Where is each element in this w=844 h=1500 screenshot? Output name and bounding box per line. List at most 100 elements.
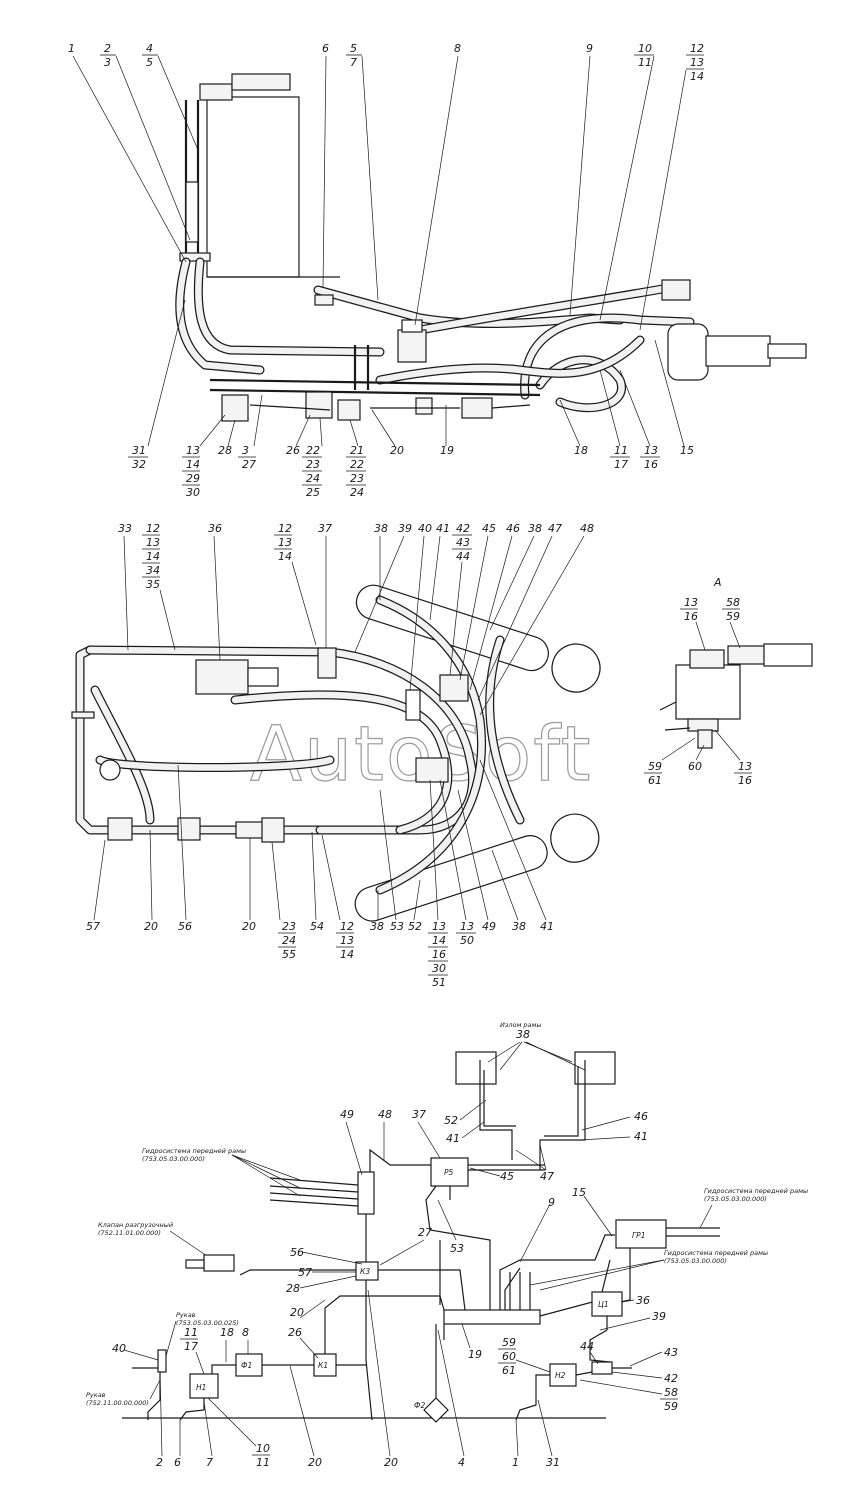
callout: 29 [186,472,200,485]
callout: 10 [256,1442,270,1455]
callout: 57 [298,1266,312,1279]
cylinder-right-top [574,1051,616,1085]
svg-text:(753.05.03.00.000): (753.05.03.00.000) [142,1155,205,1163]
callout: 16 [738,774,752,787]
cylinder-body [667,323,709,381]
callout: 16 [644,458,658,471]
callout: 11 [614,444,628,457]
callout: 24 [282,934,296,947]
filter-f2 [423,1397,449,1423]
view-a-valve [675,664,741,720]
callout: 20 [144,920,158,933]
callout: 12 [278,522,292,535]
callout: 33 [118,522,132,535]
callout: 15 [572,1186,586,1199]
note-hose-1: Рукав [176,1311,196,1319]
callout: 12 [146,522,160,535]
callout: 17 [614,458,628,471]
callout: 43 [456,536,470,549]
top-view-callouts: 1 2 3 4 5 6 5 7 8 9 10 11 12 13 14 31 32… [68,42,704,499]
callout: 38 [528,522,542,535]
callout: 13 [644,444,658,457]
callout: 42 [456,522,470,535]
callout: 50 [460,934,474,947]
callout: 35 [146,578,160,591]
callout: 14 [432,934,446,947]
note-frame-break: Излом рамы [500,1021,542,1029]
callout: 42 [664,1372,678,1385]
callout: 15 [680,444,694,457]
valve-p5-label: Р5 [444,1168,454,1177]
tank-filler [231,73,291,91]
valve-57 [107,817,133,841]
tank-neck [199,83,233,101]
callout: 8 [454,42,461,55]
callout: 48 [580,522,594,535]
callout: 14 [186,458,200,471]
callout: 47 [548,522,562,535]
callout: 20 [242,920,256,933]
svg-text:(753.05.03.00.025): (753.05.03.00.025) [176,1319,239,1327]
callout: 6 [174,1456,181,1469]
callout: 41 [540,920,554,933]
callout: 53 [450,1242,464,1255]
callout: 16 [432,948,446,961]
callout: 36 [636,1294,650,1307]
view-a-title: A [713,576,722,589]
callout: 56 [290,1246,304,1259]
callout: 41 [446,1132,460,1145]
filter-f2-label: Ф2 [414,1401,425,1410]
callout: 1 [68,42,75,55]
callout: 45 [500,1170,514,1183]
block-49 [357,1171,375,1215]
pump-h2-label: Н2 [555,1371,566,1380]
callout: 37 [318,522,332,535]
callout: 24 [350,486,364,499]
callout: 19 [440,444,454,457]
callout: 13 [340,934,354,947]
callout: 41 [634,1130,648,1143]
callout: 11 [184,1326,198,1339]
callout: 59 [502,1336,516,1349]
callout: 44 [580,1340,594,1353]
callout: 23 [350,472,364,485]
callout: 41 [436,522,450,535]
callout: 44 [456,550,470,563]
callout: 39 [652,1310,666,1323]
callout: 57 [86,920,100,933]
callout: 46 [634,1110,648,1123]
callout: 59 [664,1400,678,1413]
callout: 22 [350,458,364,471]
callout: 9 [586,42,593,55]
callout: 13 [738,760,752,773]
callout: 59 [648,760,662,773]
callout: 58 [726,596,740,609]
view-a-detail: A 13 16 58 59 59 61 60 13 16 [644,576,813,787]
callout: 55 [282,948,296,961]
callout: 38 [374,522,388,535]
callout: 21 [350,444,364,457]
callout: 27 [242,458,256,471]
callout: 11 [256,1456,270,1469]
callout: 51 [432,976,446,989]
valve-k1-label: К1 [318,1361,328,1370]
callout: 54 [310,920,324,933]
valve-12 [661,279,691,301]
callout: 5 [350,42,357,55]
callout: 52 [408,920,422,933]
callout: 20 [308,1456,322,1469]
callout: 37 [412,1108,426,1121]
valve-gr1 [615,1219,667,1249]
cylinder-rod [767,343,807,359]
callout: 5 [146,56,153,69]
callout: 22 [306,444,320,457]
callout: 40 [418,522,432,535]
tank [206,96,300,278]
svg-text:(752.11.01.00.000): (752.11.01.00.000) [98,1229,161,1237]
callout: 12 [340,920,354,933]
hydraulic-schematic: Излом рамы 38 Р5 Гидросистема передней р… [86,1021,808,1423]
callout: 13 [684,596,698,609]
watermark: AutoSoft [250,709,592,798]
callout: 49 [340,1108,354,1121]
block-49 [415,757,449,783]
